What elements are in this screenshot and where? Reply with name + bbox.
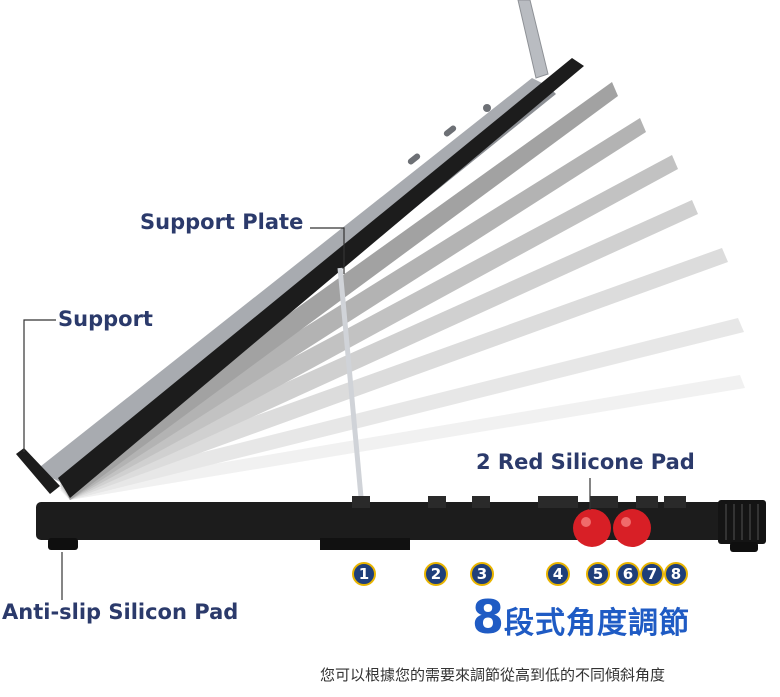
leader-support [23, 319, 56, 452]
base-front-block [320, 538, 410, 550]
notch [636, 496, 658, 508]
subtitle: 您可以根據您的需要來調節從高到低的不同傾斜角度 [320, 666, 666, 684]
notch [590, 496, 618, 508]
red-pad-2 [613, 509, 651, 547]
red-pad-1 [573, 509, 611, 547]
support-plate-label: Support Plate [140, 210, 304, 234]
ghost-plate [60, 318, 744, 500]
anti-slip-foot-left [48, 538, 78, 550]
ghost-plate [60, 248, 728, 500]
support [16, 448, 60, 494]
base-body [36, 502, 726, 540]
notch [664, 496, 686, 508]
laptop-lid [517, 0, 549, 79]
position-badge-3: 3 [470, 562, 494, 586]
usb-c-port-2 [443, 125, 457, 137]
notch [428, 496, 446, 508]
leader-support-plate [310, 227, 345, 274]
position-badge-5: 5 [586, 562, 610, 586]
red-silicone-pads [573, 509, 651, 547]
ghost-plate [60, 375, 745, 500]
position-badge-1: 1 [352, 562, 376, 586]
ghost-plate [60, 82, 618, 500]
position-badge-2: 2 [424, 562, 448, 586]
notch [538, 496, 578, 508]
anti-slip-pad-label: Anti-slip Silicon Pad [2, 600, 239, 624]
headline-number: 8 [472, 590, 505, 644]
angle-ghost-plates [60, 82, 745, 500]
headline: 8段式角度調節 [472, 594, 690, 640]
base-rail [36, 496, 766, 552]
red-silicone-pad-label: 2 Red Silicone Pad [476, 450, 695, 474]
laptop-base [36, 78, 548, 482]
audio-jack [483, 104, 491, 112]
position-badge-7: 7 [640, 562, 664, 586]
anti-slip-foot-right [730, 542, 758, 552]
ghost-plate [60, 118, 646, 500]
position-badge-8: 8 [664, 562, 688, 586]
position-badge-6: 6 [616, 562, 640, 586]
notch [472, 496, 490, 508]
ghost-plate [60, 200, 698, 500]
support-label: Support [58, 307, 153, 331]
headline-text: 段式角度調節 [504, 606, 691, 641]
usb-c-port-1 [407, 153, 421, 165]
leader-lines [23, 227, 591, 600]
position-badge-4: 4 [546, 562, 570, 586]
support-arm [337, 267, 365, 509]
ghost-plate [60, 155, 678, 500]
notch [352, 496, 370, 508]
support-plate [58, 58, 584, 498]
end-cap-grip [725, 504, 759, 540]
